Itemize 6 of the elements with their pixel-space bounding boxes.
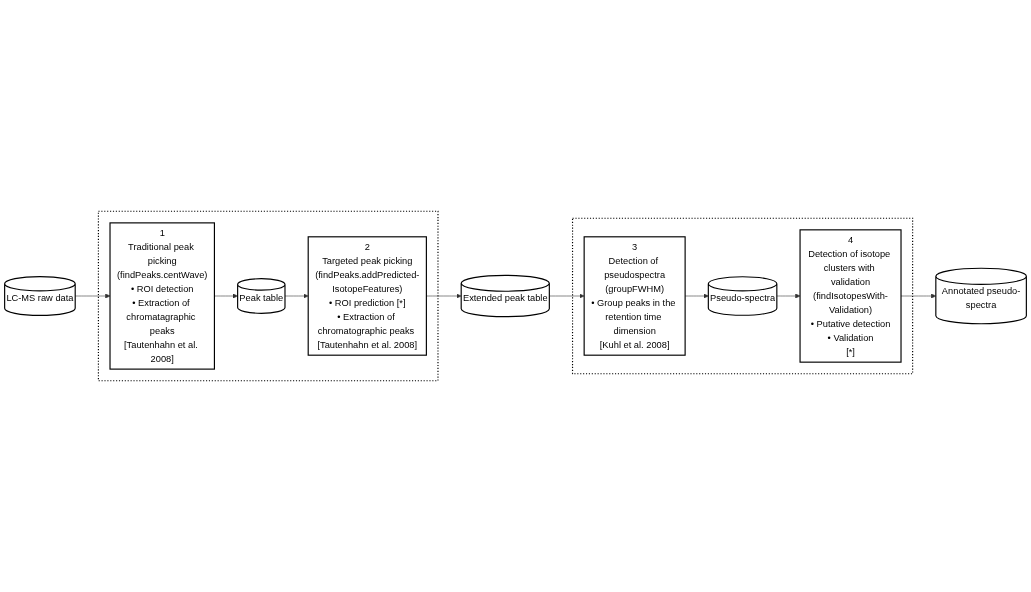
node-box: 3 Detection of pseudospectra (groupFWHM) • Group peaks in the retention time dimension [Kuhl et al. 2008] xyxy=(583,236,686,356)
node-box: 2 Targeted peak picking (findPeaks.addPredicted-IsotopeFeatures) • ROI prediction [*] • Extraction of chromatographic peaks [Tautenhahn et al. 2008] xyxy=(307,236,427,356)
cluster xyxy=(97,210,439,382)
cluster xyxy=(571,217,914,375)
node-box: 4 Detection of isotope clusters with validation (findIsotopesWith-Validation) • Putative detection • Validation [*] xyxy=(799,229,902,363)
node-box: 1 Traditional peak picking (findPeaks.centWave) • ROI detection • Extraction of chromatagraphic peaks [Tautenhahn et al. 2008] xyxy=(109,222,215,370)
